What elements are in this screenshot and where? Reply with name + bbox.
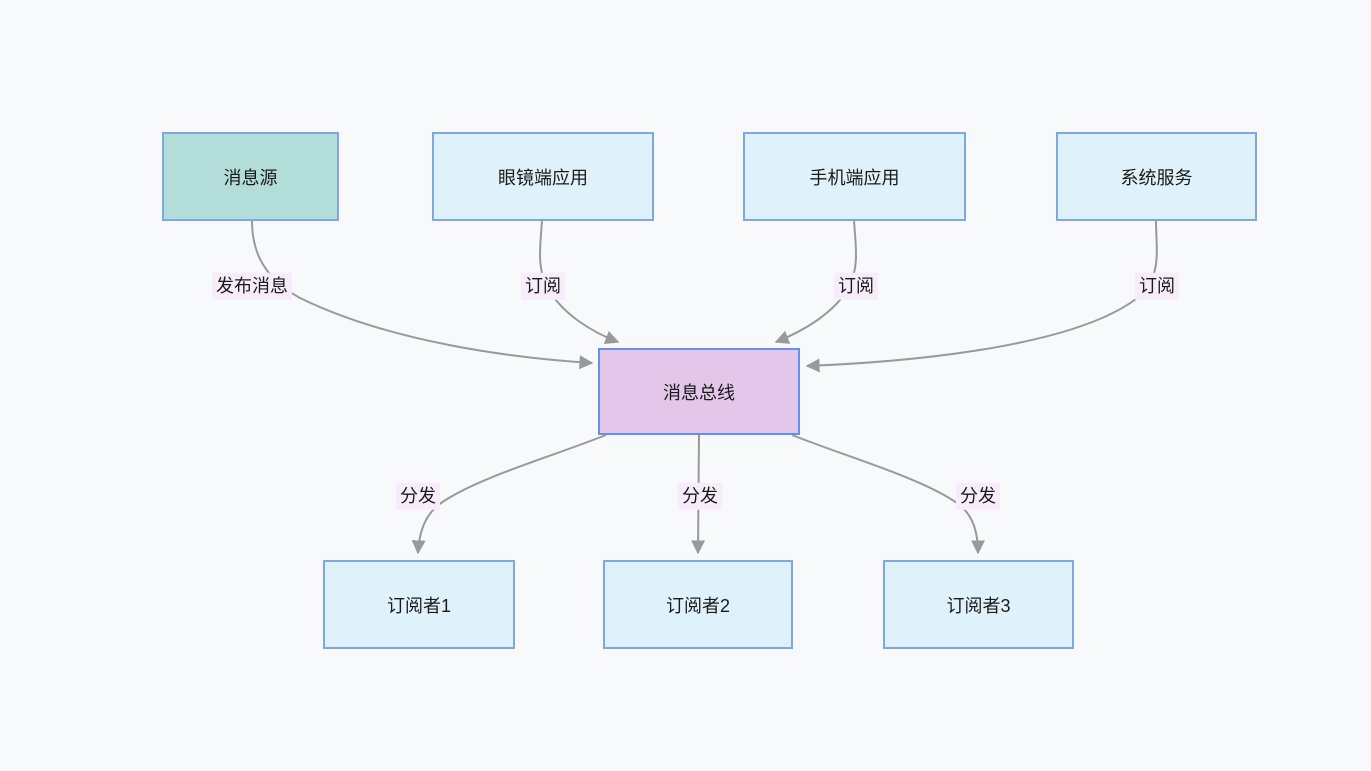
node-subscriber-2: 订阅者2 xyxy=(603,560,793,649)
node-message-source: 消息源 xyxy=(162,132,339,221)
edge-label-publish: 发布消息 xyxy=(212,272,292,300)
edge-source-to-bus xyxy=(251,220,594,370)
node-phone-app: 手机端应用 xyxy=(743,132,966,221)
node-message-source-label: 消息源 xyxy=(223,167,278,188)
node-message-bus-label: 消息总线 xyxy=(663,382,735,403)
node-subscriber-1-label: 订阅者1 xyxy=(386,595,451,616)
node-subscriber-3-label: 订阅者3 xyxy=(946,595,1011,616)
edge-label-dispatch-1: 分发 xyxy=(396,482,440,510)
node-system-service-label: 系统服务 xyxy=(1120,167,1193,188)
edge-bus-to-sub1 xyxy=(411,434,607,555)
edge-label-dispatch-2: 分发 xyxy=(678,482,722,510)
node-glasses-app-label: 眼镜端应用 xyxy=(498,167,588,188)
node-message-bus: 消息总线 xyxy=(598,348,800,435)
edge-bus-to-sub3 xyxy=(791,434,985,555)
edge-label-dispatch-3: 分发 xyxy=(956,482,1000,510)
node-system-service: 系统服务 xyxy=(1056,132,1257,221)
edge-system-to-bus xyxy=(805,220,1158,373)
edge-label-subscribe-system: 订阅 xyxy=(1135,272,1179,300)
node-subscriber-1: 订阅者1 xyxy=(323,560,515,649)
edge-label-subscribe-glasses: 订阅 xyxy=(521,272,565,300)
edge-label-subscribe-phone: 订阅 xyxy=(834,272,878,300)
node-subscriber-3: 订阅者3 xyxy=(883,560,1074,649)
node-glasses-app: 眼镜端应用 xyxy=(432,132,654,221)
node-subscriber-2-label: 订阅者2 xyxy=(665,595,730,616)
node-phone-app-label: 手机端应用 xyxy=(809,167,900,188)
